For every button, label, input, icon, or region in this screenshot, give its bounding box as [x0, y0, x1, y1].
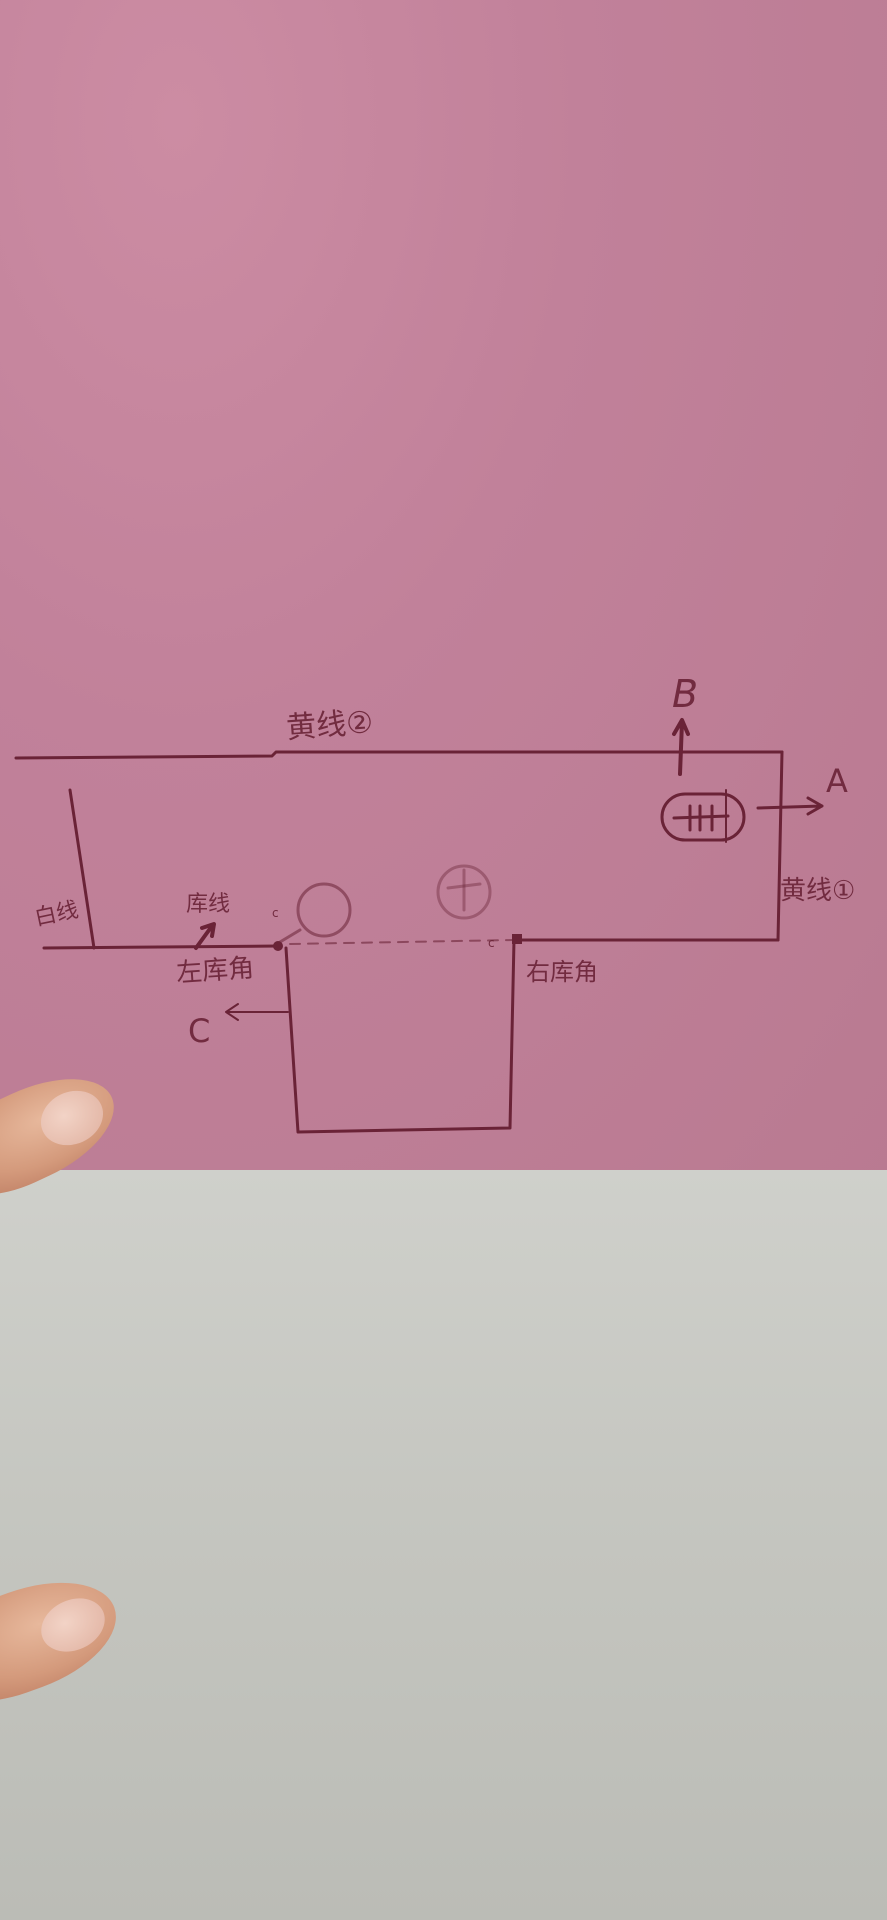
label-small-mark-right: c — [488, 936, 495, 950]
left-corner-dot — [273, 941, 283, 951]
arrow-to-B — [672, 718, 690, 776]
label-point-C: C — [188, 1012, 211, 1050]
label-point-A: A — [826, 762, 848, 800]
yellow-line-1 — [776, 750, 784, 942]
label-yellow-line-2: 黄线② — [285, 705, 375, 746]
table-surface — [0, 1170, 887, 1920]
dashed-corner-line — [289, 939, 515, 945]
label-garage-line: 库线 — [186, 892, 231, 917]
label-right-garage-corner: 右库角 — [526, 958, 598, 986]
label-yellow-line-1: 黄线① — [780, 876, 856, 906]
right-wheel-circle — [436, 864, 492, 920]
label-small-mark-left: c — [272, 906, 279, 920]
right-corner-dot — [512, 934, 522, 944]
arrow-to-A — [756, 796, 824, 816]
garage-line-arrow — [194, 922, 216, 950]
pink-paper — [0, 0, 887, 1200]
label-point-B: B — [672, 672, 699, 716]
garage-box — [284, 938, 516, 1134]
garage-line-left — [42, 944, 280, 950]
label-left-garage-corner: 左库角 — [175, 953, 256, 989]
car-symbol — [660, 792, 746, 842]
white-line — [68, 788, 96, 950]
left-wheel-circle — [296, 882, 352, 938]
yellow-line-2 — [14, 750, 784, 760]
arrow-to-C — [225, 1003, 289, 1021]
